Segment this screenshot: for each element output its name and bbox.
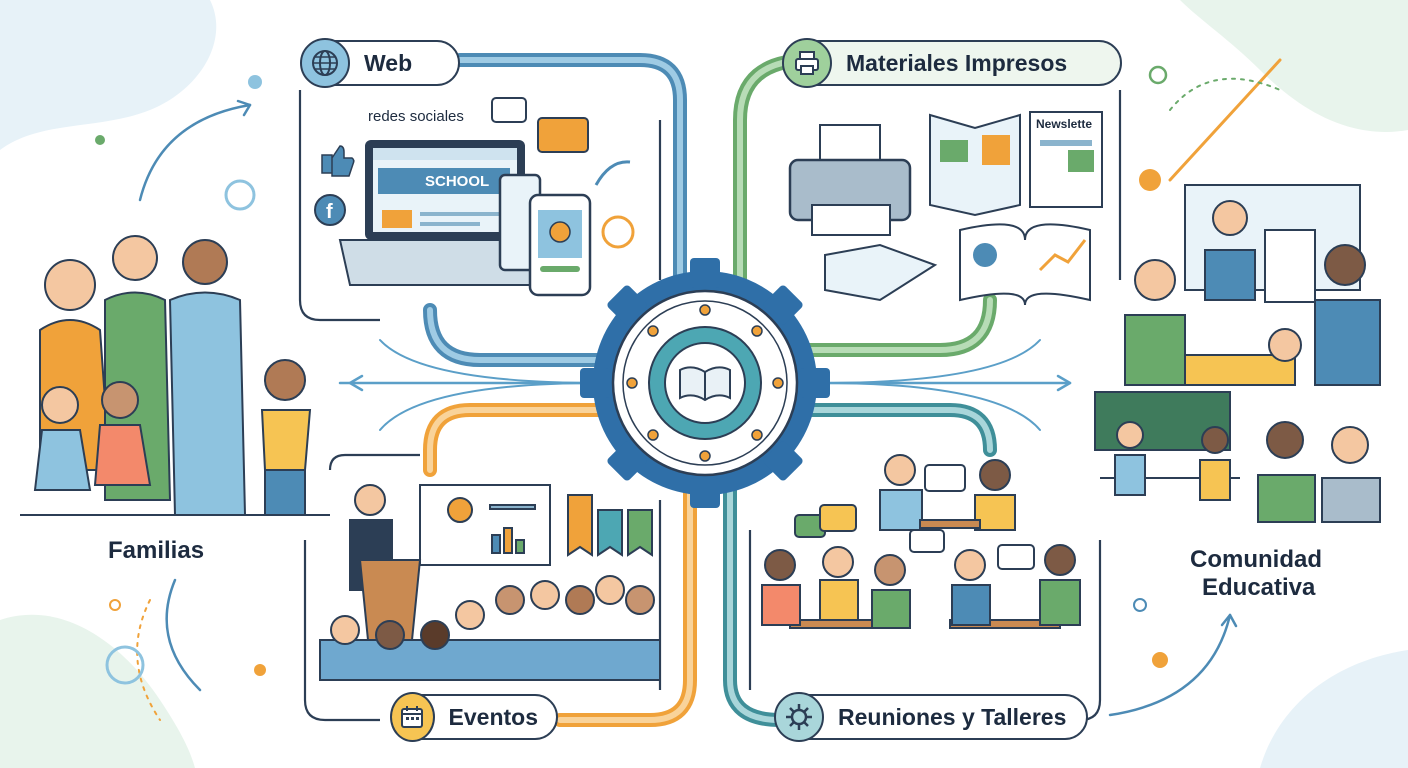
reuniones-node: Reuniones y Talleres: [774, 692, 1088, 742]
newsletter-text: Newslette: [1036, 117, 1093, 131]
reuniones-label: Reuniones y Talleres: [838, 703, 1067, 730]
comunidad-illustration: [1094, 184, 1381, 523]
web-label: Web: [364, 49, 413, 76]
eventos-illustration: [319, 484, 661, 681]
eventos-node: Eventos: [390, 692, 558, 742]
svg-text:f: f: [326, 201, 333, 223]
eventos-label: Eventos: [448, 703, 538, 730]
printer-icon: [782, 38, 832, 88]
materiales-label: Materiales Impresos: [846, 49, 1068, 76]
materiales-node: Materiales Impresos: [782, 38, 1122, 88]
familias-label: Familias: [108, 537, 205, 564]
panel-frames: [298, 90, 1122, 722]
decorative-dots: [95, 65, 1168, 685]
comunidad-label-line2: Educativa: [1202, 574, 1316, 601]
globe-icon: [300, 38, 350, 88]
familias-illustration: [20, 235, 330, 516]
web-node: Web: [300, 38, 460, 88]
flow-paths: [136, 53, 1282, 727]
central-gear: [580, 258, 830, 508]
school-screen-text: SCHOOL: [425, 173, 490, 190]
comunidad-label-line1: Comunidad: [1190, 546, 1322, 573]
web-illustration: f: [314, 97, 635, 297]
print-illustration: [788, 111, 1103, 306]
gear-icon: [774, 692, 824, 742]
social-media-label: redes sociales: [368, 108, 464, 125]
reuniones-illustration: [761, 454, 1081, 629]
calendar-icon: [390, 692, 435, 742]
